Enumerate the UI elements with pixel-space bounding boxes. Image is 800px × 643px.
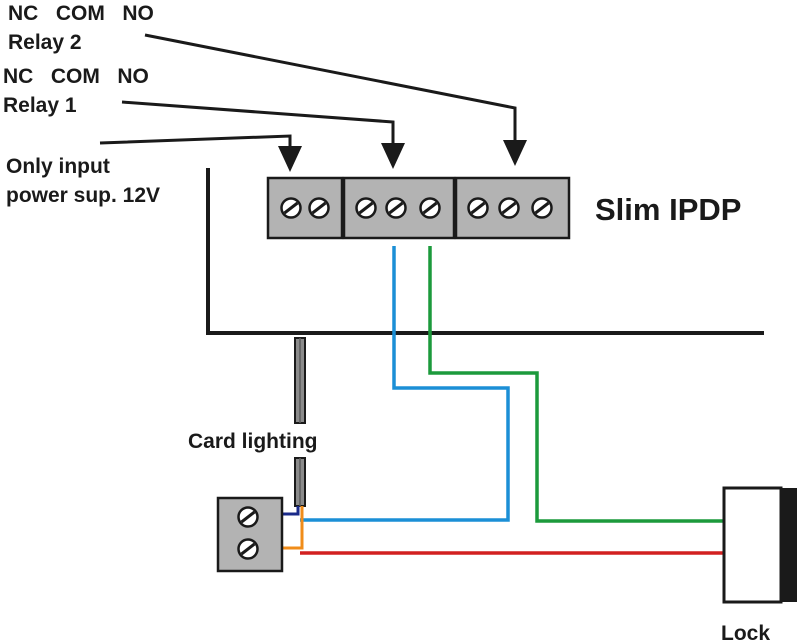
power-screw-2 (308, 197, 330, 219)
card-lighting-label: Card lighting (188, 430, 318, 453)
relay1-pointer-arrow (121, 100, 405, 169)
lock-device (722, 486, 797, 604)
relay2-screw-no (531, 197, 553, 219)
navy-lead-wire (283, 506, 300, 516)
relay1-name-label: Relay 1 (3, 94, 77, 117)
power-label-line2: power sup. 12V (6, 184, 160, 207)
lock-terminal-block (216, 496, 284, 573)
card-lighting-cable (294, 337, 306, 507)
relay2-screw-nc (467, 197, 489, 219)
lock-label: Lock (721, 622, 770, 643)
lock-terminal-screw-1 (237, 506, 259, 528)
relay1-screw-com (385, 197, 407, 219)
power-pointer-arrow (99, 134, 302, 172)
relay2-pointer-arrow (144, 33, 527, 166)
green-wire (428, 246, 724, 523)
relay1-terminal-block (342, 176, 456, 240)
power-terminal-block (266, 176, 344, 240)
relay1-screw-nc (355, 197, 377, 219)
relay2-screw-com (498, 197, 520, 219)
orange-lead-wire (283, 506, 304, 550)
relay1-contacts-label: NC COM NO (3, 65, 149, 88)
relay2-contacts-label: NC COM NO (8, 2, 154, 25)
power-screw-1 (280, 197, 302, 219)
relay1-screw-no (419, 197, 441, 219)
relay2-terminal-block (454, 176, 571, 240)
power-label-line1: Only input (6, 155, 110, 178)
lock-terminal-screw-2 (237, 538, 259, 560)
relay2-name-label: Relay 2 (8, 31, 82, 54)
housing-outline (206, 168, 764, 335)
blue-wire (300, 246, 510, 522)
device-name-label: Slim IPDP (595, 192, 741, 227)
